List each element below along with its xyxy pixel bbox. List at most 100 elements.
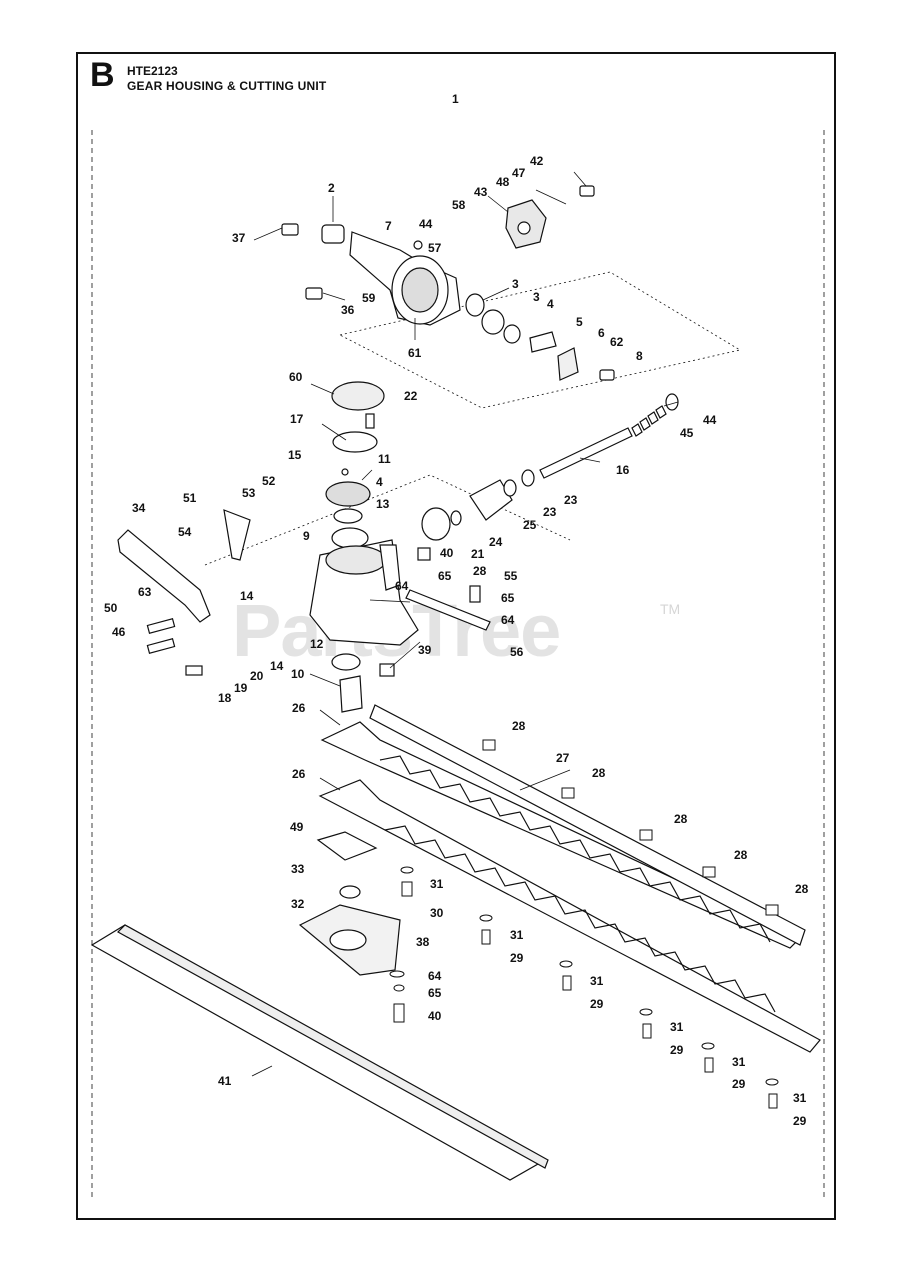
callout-51: 51 (183, 491, 197, 505)
callout-28-top: 28 (473, 564, 487, 578)
callout-20: 20 (250, 669, 264, 683)
callout-29-b: 29 (590, 997, 604, 1011)
callout-31-d: 31 (670, 1020, 684, 1034)
trademark-mark: TM (660, 601, 681, 617)
callout-53: 53 (242, 486, 256, 500)
callout-3-a: 3 (512, 277, 519, 291)
callout-3-b: 3 (533, 290, 540, 304)
callout-27: 27 (556, 751, 570, 765)
callout-28-b: 28 (512, 719, 526, 733)
blade-guard (90, 831, 549, 1181)
callout-31-c: 31 (590, 974, 604, 988)
callout-11: 11 (378, 452, 391, 466)
mid-assembly-outline (204, 474, 571, 566)
callout-58: 58 (452, 198, 466, 212)
callout-32: 32 (291, 897, 305, 911)
callout-42: 42 (530, 154, 544, 168)
callout-37: 37 (232, 231, 246, 245)
callout-24: 24 (489, 535, 503, 549)
cutter-blades (318, 704, 821, 1053)
gear-stack-mid (325, 381, 385, 549)
callout-50: 50 (104, 601, 118, 615)
callout-18: 18 (218, 691, 232, 705)
callout-26-b: 26 (292, 767, 306, 781)
callout-41: 41 (218, 1074, 232, 1088)
callout-8: 8 (636, 349, 643, 363)
callout-2: 2 (328, 181, 335, 195)
callout-14-b: 14 (270, 659, 284, 673)
callout-45: 45 (680, 426, 694, 440)
callout-40-bottom: 40 (428, 1009, 442, 1023)
callout-23-a: 23 (564, 493, 578, 507)
callout-64-b: 64 (501, 613, 515, 627)
callout-47: 47 (512, 166, 526, 180)
callout-15: 15 (288, 448, 302, 462)
callout-46: 46 (112, 625, 126, 639)
callout-61: 61 (408, 346, 422, 360)
callout-59: 59 (362, 291, 376, 305)
callout-34: 34 (132, 501, 146, 515)
callout-16: 16 (616, 463, 630, 477)
callout-19: 19 (234, 681, 248, 695)
callout-28-f: 28 (795, 882, 809, 896)
callout-28-c: 28 (592, 766, 606, 780)
callout-40-top: 40 (440, 546, 454, 560)
front-handle (117, 509, 251, 676)
callout-22: 22 (404, 389, 418, 403)
callout-25: 25 (523, 518, 537, 532)
gear-case-lower (309, 539, 491, 713)
callout-57: 57 (428, 241, 442, 255)
callout-12: 12 (310, 637, 324, 651)
callout-48: 48 (496, 175, 510, 189)
top-assembly-outline (339, 271, 742, 409)
callout-4-top: 4 (547, 297, 554, 311)
callout-64-a: 64 (395, 579, 409, 593)
callout-23-b: 23 (543, 505, 557, 519)
model-code: HTE2123 (127, 64, 178, 78)
callout-65-a: 65 (438, 569, 452, 583)
callout-65-c: 65 (428, 986, 442, 1000)
callout-4-mid: 4 (376, 475, 383, 489)
diagram-title: GEAR HOUSING & CUTTING UNIT (127, 79, 327, 93)
callout-43: 43 (474, 185, 488, 199)
drive-shaft-assembly (421, 393, 679, 541)
callout-52: 52 (262, 474, 276, 488)
section-letter: B (90, 56, 115, 94)
callout-39: 39 (418, 643, 432, 657)
callout-21: 21 (471, 547, 485, 561)
callout-14-a: 14 (240, 589, 254, 603)
callout-65-b: 65 (501, 591, 515, 605)
callout-7: 7 (385, 219, 392, 233)
callout-13: 13 (376, 497, 390, 511)
callout-54: 54 (178, 525, 192, 539)
callout-6: 6 (598, 326, 605, 340)
hardware-parts (389, 739, 779, 1109)
callout-36: 36 (341, 303, 355, 317)
leader-lines (251, 171, 679, 1077)
callout-29-e: 29 (793, 1114, 807, 1128)
gear-housing-top (281, 185, 615, 381)
callout-29-d: 29 (732, 1077, 746, 1091)
callout-31-a: 31 (430, 877, 444, 891)
callout-60: 60 (289, 370, 303, 384)
callout-44-right: 44 (703, 413, 717, 427)
callout-63: 63 (138, 585, 152, 599)
callout-labels: 42 47 48 43 58 2 7 44 57 37 3 3 4 59 36 … (104, 154, 809, 1128)
callout-31-e: 31 (732, 1055, 746, 1069)
callout-38: 38 (416, 935, 430, 949)
diagram-frame (76, 52, 836, 1220)
callout-44-top: 44 (419, 217, 433, 231)
callout-33: 33 (291, 862, 305, 876)
callout-56: 56 (510, 645, 524, 659)
callout-29-c: 29 (670, 1043, 684, 1057)
callout-28-d: 28 (674, 812, 688, 826)
callout-31-b: 31 (510, 928, 524, 942)
callout-29-a: 29 (510, 951, 524, 965)
callout-28-e: 28 (734, 848, 748, 862)
callout-30: 30 (430, 906, 444, 920)
callout-31-f: 31 (793, 1091, 807, 1105)
callout-55: 55 (504, 569, 518, 583)
callout-49: 49 (290, 820, 304, 834)
callout-9: 9 (303, 529, 310, 543)
